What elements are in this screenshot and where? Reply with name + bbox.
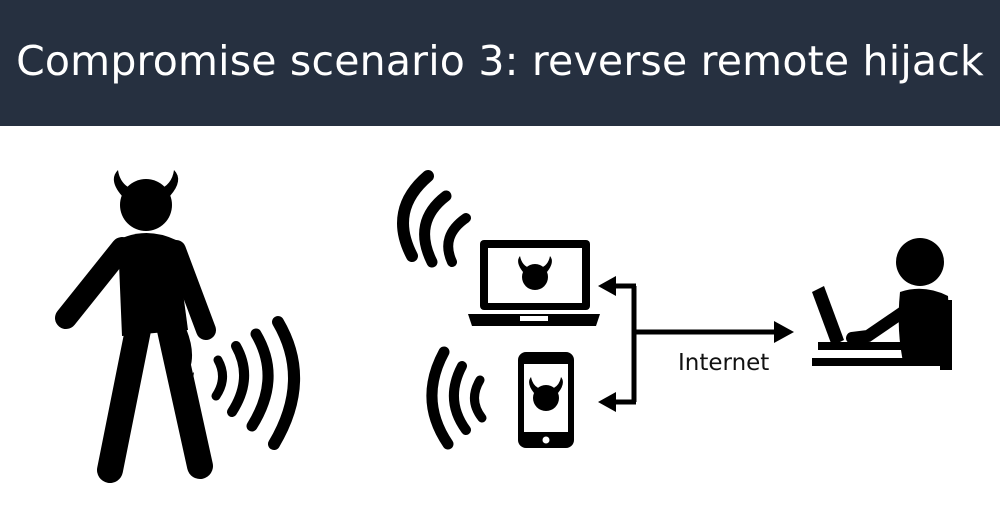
title-banner: Compromise scenario 3: reverse remote hi…: [0, 0, 1000, 126]
compromised-phone-icon: [518, 352, 574, 448]
devil-face-icon: [529, 377, 563, 411]
wifi-signal-icon: [397, 170, 471, 268]
devil-face-icon: [518, 256, 552, 290]
connection-arrows: [598, 276, 794, 412]
slide-title: Compromise scenario 3: reverse remote hi…: [16, 37, 984, 85]
remote-user-at-laptop-icon: [812, 238, 952, 370]
compromised-laptop-icon: [468, 240, 600, 326]
wifi-signal-icon: [211, 316, 300, 450]
wifi-signal-icon: [426, 346, 487, 450]
devil-attacker-icon: [55, 170, 216, 483]
internet-label: Internet: [678, 350, 770, 376]
